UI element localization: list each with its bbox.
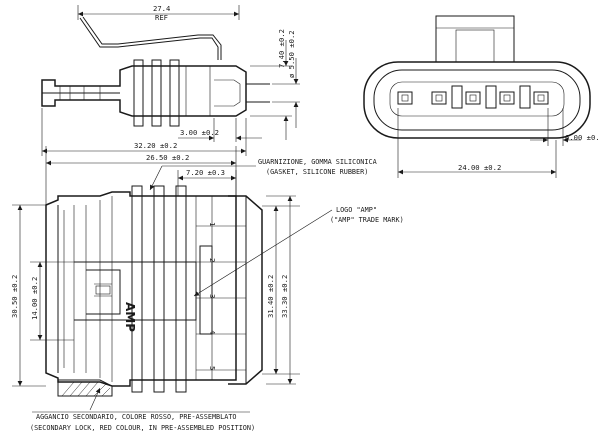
dim-3-00: 3.00 ±0.2 xyxy=(180,128,219,137)
terminal-cavities xyxy=(397,85,549,109)
dim-7-40: 7.40 ±0.2 xyxy=(277,29,286,68)
dim-32-20: 32.20 ±0.2 xyxy=(134,141,177,150)
pin-markers: 1 2 3 4 5 xyxy=(196,222,246,370)
note-lock-it: AGGANCIO SECONDARIO, COLORE ROSSO, PRE-A… xyxy=(36,413,237,421)
dim-6-00: 6.00 ±0.1 xyxy=(565,133,600,142)
dim-33-30: 33.30 ±0.2 xyxy=(280,275,289,318)
dim-24-00: 24.00 ±0.2 xyxy=(458,163,501,172)
dim-31-40: 31.40 ±0.2 xyxy=(266,275,275,318)
pin-number-3: 3 xyxy=(208,294,217,298)
amp-logo: AMP xyxy=(123,302,137,332)
dim-30-50: 30.50 ±0.2 xyxy=(10,275,19,318)
pin-number-4: 4 xyxy=(208,330,217,334)
note-lock-en: (SECONDARY LOCK, RED COLOUR, IN PRE-ASSE… xyxy=(30,424,255,432)
note-gasket-en: (GASKET, SILICONE RUBBER) xyxy=(266,168,368,176)
pin-number-2: 2 xyxy=(208,258,217,262)
dim-27-ref-sub: REF xyxy=(155,13,168,22)
top-view: 27.4 REF 7.40 ±0.2 ø 5.50 ±0.2 xyxy=(41,4,300,156)
pin-number-5: 5 xyxy=(208,366,217,370)
dim-5-50: ø 5.50 ±0.2 xyxy=(287,30,296,78)
end-view: 6.00 ±0.1 24.00 ±0.2 xyxy=(363,15,600,178)
dim-27-ref: 27.4 xyxy=(153,4,170,13)
pin-number-1: 1 xyxy=(208,222,217,226)
note-logo-en: ("AMP" TRADE MARK) xyxy=(330,216,404,224)
dim-14-00: 14.00 ±0.2 xyxy=(30,277,39,320)
note-logo-it: LOGO "AMP" xyxy=(336,206,377,214)
dim-7-20: 7.20 ±0.3 xyxy=(186,168,225,177)
dim-26-50: 26.50 ±0.2 xyxy=(146,153,189,162)
note-gasket-it: GUARNIZIONE, GOMMA SILICONICA xyxy=(258,158,377,166)
side-view: 26.50 ±0.2 7.20 ±0.3 GUARNIZIONE, GOMMA … xyxy=(10,146,404,432)
